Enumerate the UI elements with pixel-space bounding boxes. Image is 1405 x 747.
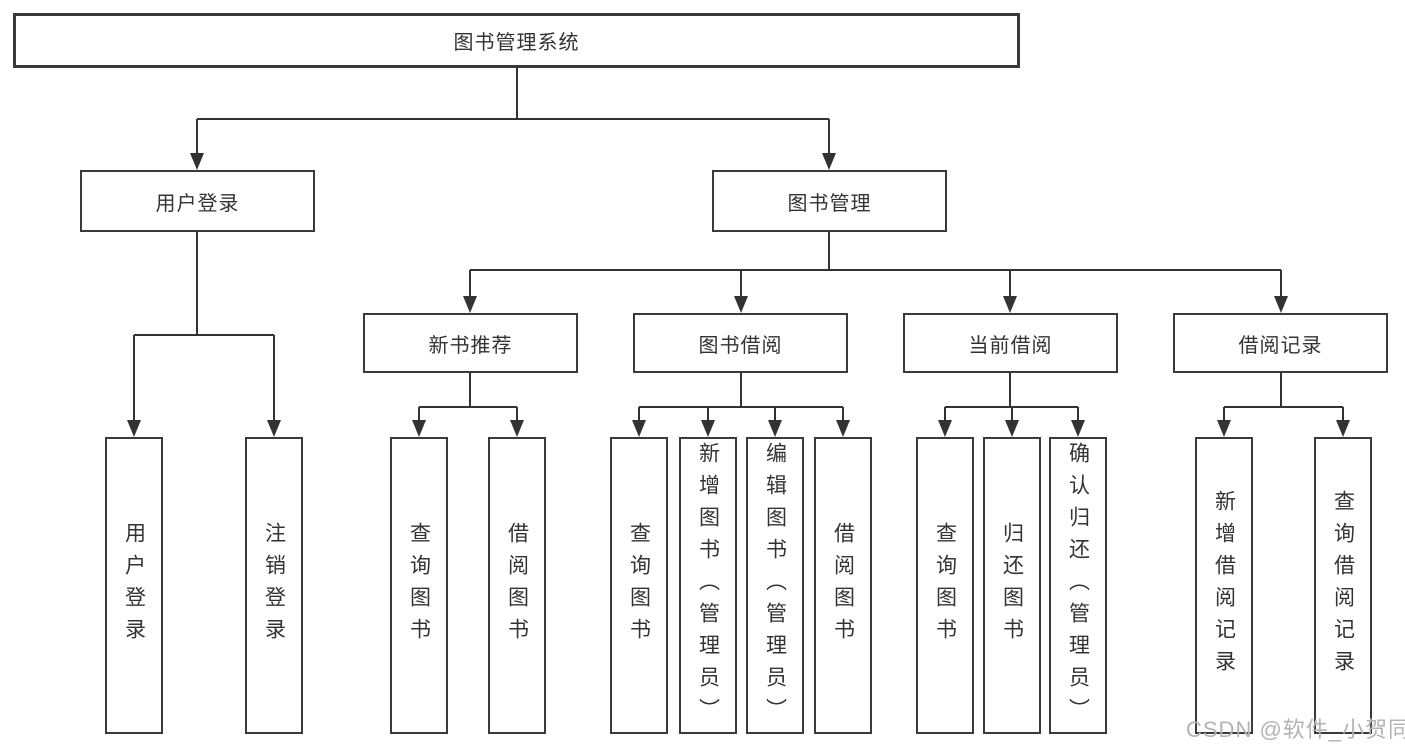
- node-leaf-query-book-2-label: 查询图书: [627, 521, 651, 650]
- arrowhead-icon: [1217, 420, 1231, 437]
- node-user-login: 用户登录: [80, 170, 315, 232]
- arrowhead-icon: [632, 420, 646, 437]
- node-leaf-query-book-1-label: 查询图书: [407, 521, 431, 650]
- node-leaf-borrow-book-2-label: 借阅图书: [831, 521, 855, 650]
- node-borrow-records: 借阅记录: [1173, 313, 1388, 373]
- node-leaf-logout-label: 注销登录: [262, 521, 286, 650]
- arrowhead-icon: [836, 420, 850, 437]
- node-leaf-edit-book-admin-label: 编辑图书（管理员）: [763, 441, 787, 730]
- node-borrow-records-label: 借阅记录: [1238, 334, 1323, 357]
- arrowhead-icon: [190, 153, 204, 170]
- node-leaf-query-borrow-record-label: 查询借阅记录: [1331, 489, 1355, 682]
- arrowhead-icon: [1336, 420, 1350, 437]
- node-leaf-add-book-admin-label: 新增图书（管理员）: [696, 441, 720, 730]
- connector-book-borrow-to-leaves: [632, 373, 850, 437]
- arrowhead-icon: [734, 296, 748, 313]
- arrowhead-icon: [510, 420, 524, 437]
- arrowhead-icon: [267, 420, 281, 437]
- connector-book-management-to-level3: [463, 232, 1288, 313]
- arrowhead-icon: [701, 420, 715, 437]
- arrowhead-icon: [768, 420, 782, 437]
- connector-root-to-level2: [190, 68, 836, 170]
- arrowhead-icon: [127, 420, 141, 437]
- node-root: 图书管理系统: [13, 13, 1020, 68]
- node-leaf-query-book-2: 查询图书: [610, 437, 668, 734]
- node-leaf-edit-book-admin: 编辑图书（管理员）: [746, 437, 804, 734]
- node-leaf-borrow-book-2: 借阅图书: [814, 437, 872, 734]
- arrowhead-icon: [1071, 420, 1085, 437]
- node-book-borrow-label: 图书借阅: [698, 334, 783, 357]
- node-leaf-logout: 注销登录: [245, 437, 303, 734]
- node-leaf-query-borrow-record: 查询借阅记录: [1314, 437, 1372, 734]
- node-leaf-query-book-3-label: 查询图书: [933, 521, 957, 650]
- node-leaf-user-login-label: 用户登录: [122, 521, 146, 650]
- node-leaf-borrow-book-1: 借阅图书: [488, 437, 546, 734]
- node-leaf-confirm-return-admin-label: 确认归还（管理员）: [1066, 441, 1090, 730]
- node-leaf-borrow-book-1-label: 借阅图书: [505, 521, 529, 650]
- arrowhead-icon: [1005, 420, 1019, 437]
- node-current-borrow-label: 当前借阅: [968, 334, 1053, 357]
- connector-borrow-records-to-leaves: [1217, 373, 1350, 437]
- node-new-book-recommend-label: 新书推荐: [428, 334, 513, 357]
- node-leaf-return-book-label: 归还图书: [1000, 521, 1024, 650]
- node-leaf-query-book-1: 查询图书: [390, 437, 448, 734]
- connector-current-borrow-to-leaves: [938, 373, 1085, 437]
- arrowhead-icon: [1274, 296, 1288, 313]
- node-leaf-confirm-return-admin: 确认归还（管理员）: [1049, 437, 1107, 734]
- arrowhead-icon: [412, 420, 426, 437]
- node-leaf-query-book-3: 查询图书: [916, 437, 974, 734]
- node-leaf-user-login: 用户登录: [105, 437, 163, 734]
- arrowhead-icon: [938, 420, 952, 437]
- node-leaf-add-borrow-record: 新增借阅记录: [1195, 437, 1253, 734]
- arrowhead-icon: [822, 153, 836, 170]
- arrowhead-icon: [1003, 296, 1017, 313]
- node-book-management: 图书管理: [712, 170, 947, 232]
- node-book-borrow: 图书借阅: [633, 313, 848, 373]
- connector-user-login-to-leaves: [127, 232, 281, 437]
- node-leaf-add-borrow-record-label: 新增借阅记录: [1212, 489, 1236, 682]
- node-leaf-add-book-admin: 新增图书（管理员）: [679, 437, 737, 734]
- node-current-borrow: 当前借阅: [903, 313, 1118, 373]
- node-book-management-label: 图书管理: [787, 192, 872, 215]
- csdn-watermark: CSDN @软件_小贺同学: [1186, 717, 1405, 742]
- node-leaf-return-book: 归还图书: [983, 437, 1041, 734]
- node-user-login-label: 用户登录: [155, 192, 240, 215]
- node-root-label: 图书管理系统: [453, 32, 580, 54]
- node-new-book-recommend: 新书推荐: [363, 313, 578, 373]
- arrowhead-icon: [463, 296, 477, 313]
- connector-new-book-to-leaves: [412, 373, 524, 437]
